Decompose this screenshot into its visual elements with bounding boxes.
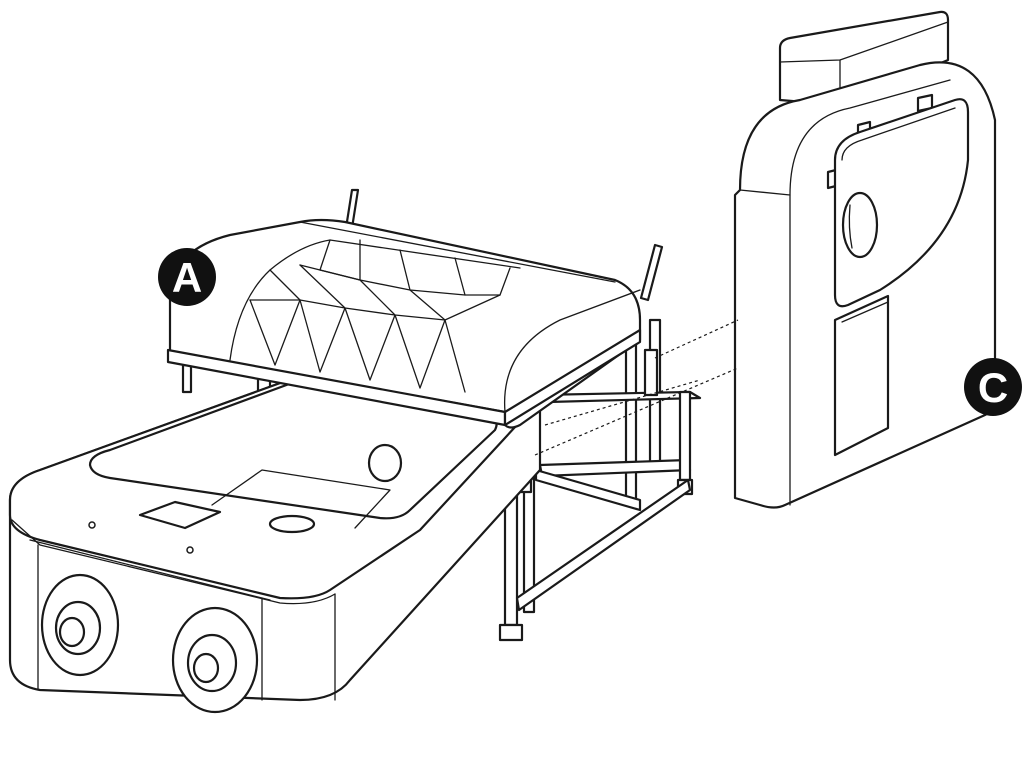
callout-badge-a: A [158, 248, 216, 306]
seat-front-roll [503, 289, 641, 413]
basin-floor-edge [211, 469, 391, 529]
callout-c-circle [964, 358, 1022, 416]
seat-cushion-body [168, 218, 642, 429]
frame-cross-rail [534, 468, 642, 512]
callout-a-circle [158, 248, 216, 306]
guide-line-lower [534, 367, 739, 456]
basin-band-line-2 [29, 539, 271, 601]
basin-band-line-1 [11, 519, 336, 605]
quilt-zigzag-lower [249, 299, 466, 393]
massage-roller-right-knob [192, 652, 220, 684]
backrest-port-inner [848, 204, 853, 249]
basin-drain [268, 514, 316, 534]
quilt-upper-seam [299, 264, 466, 296]
callout-badge-c: C [964, 358, 1022, 416]
frame-rear-mid-rail [538, 458, 692, 478]
basin-dot-1 [88, 521, 96, 529]
frame-front-foot [498, 623, 524, 642]
frame-seat-post-small [181, 363, 193, 394]
backrest-upper-panel-inner [841, 107, 956, 161]
backrest-lower-panel [833, 294, 890, 457]
quilt-mid-seam [249, 294, 501, 321]
headrest-pillow [778, 10, 950, 107]
guide-line-upper [654, 319, 739, 359]
backrest-lower-panel-inner [841, 301, 889, 323]
seat-top-seam [299, 221, 616, 283]
backrest-round-port [841, 191, 879, 259]
callout-a-label: A [172, 254, 202, 301]
seat-base-board-side [503, 328, 642, 427]
foot-basin [8, 361, 542, 714]
seat-cushion [166, 188, 664, 429]
frame-clamp-back [643, 348, 659, 397]
backrest-front-edge [789, 79, 951, 196]
frame-bottom-rail [515, 478, 692, 612]
seat-handle-right [639, 243, 664, 302]
callout-c-label: C [978, 364, 1008, 411]
frame-back-post-mid [624, 343, 638, 502]
basin-wall-jet [367, 443, 403, 483]
massage-roller-left-knob [58, 616, 86, 648]
guide-line-mid [544, 379, 701, 426]
assembly-guides [534, 319, 739, 456]
basin-dot-2 [186, 546, 194, 554]
frame-rear-post [678, 390, 692, 482]
basin-control-pad [138, 500, 222, 530]
backrest [733, 10, 997, 509]
